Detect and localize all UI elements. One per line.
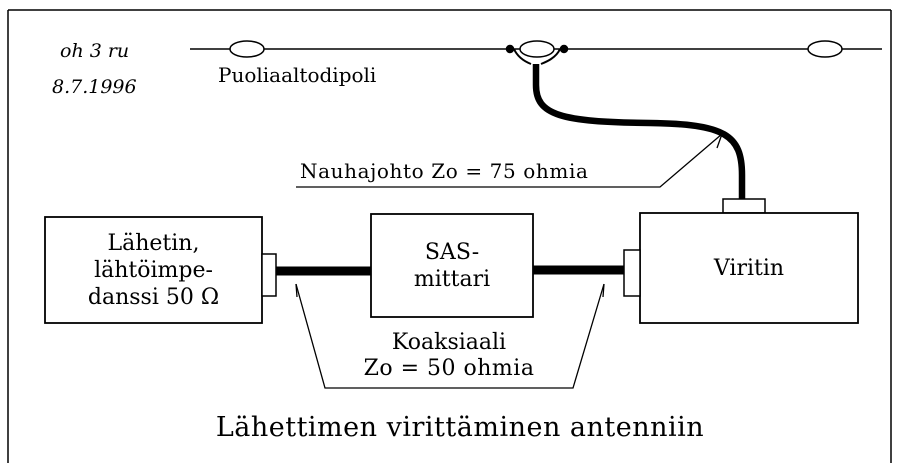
swr-meter-label-line1: SAS-: [424, 239, 480, 265]
handwritten-note: oh 3 ru 8.7.1996: [52, 40, 137, 98]
swr-meter-label-line2: mittari: [413, 266, 491, 292]
antenna-insulator-left: [229, 40, 265, 58]
tuner-label: Viritin: [640, 213, 858, 323]
coax-label-line2: Zo = 50 ohmia: [363, 356, 535, 381]
transmitter-label-line1: Lähetin,: [107, 230, 200, 256]
ladder-line: [513, 48, 746, 199]
coax-callout: [295, 283, 605, 389]
antenna-label: Puoliaaltodipoli: [218, 63, 377, 87]
tuner-top-connector: [722, 198, 766, 214]
transmitter-label-line3: danssi 50 Ω: [87, 284, 220, 310]
handwritten-date: 8.7.1996: [52, 76, 137, 98]
feedline-callout: [296, 133, 723, 188]
antenna-insulator-center: [519, 40, 555, 58]
coax-label: Koaksiaali Zo = 50 ohmia: [325, 330, 573, 382]
feedline-label: Nauhajohto Zo = 75 ohmia: [300, 159, 589, 183]
diagram-caption: Lähettimen virittäminen antenniin: [215, 412, 705, 443]
tuner-label-line1: Viritin: [713, 255, 785, 281]
tuner-side-connector: [623, 249, 641, 297]
swr-meter-label: SAS- mittari: [371, 214, 533, 317]
coax-cables: [276, 265, 624, 276]
handwritten-callsign: oh 3 ru: [60, 40, 130, 62]
feedpoint-dot-right: [559, 44, 569, 54]
frame: [7, 9, 892, 463]
dipole-antenna: [190, 40, 882, 58]
transmitter-label-line2: lähtöimpe-: [94, 257, 213, 283]
transmitter-connector: [261, 253, 277, 297]
transmitter-label: Lähetin, lähtöimpe- danssi 50 Ω: [45, 217, 262, 323]
antenna-insulator-right: [807, 40, 843, 58]
feedpoint-dot-left: [505, 44, 515, 54]
coax-label-line1: Koaksiaali: [391, 330, 507, 355]
